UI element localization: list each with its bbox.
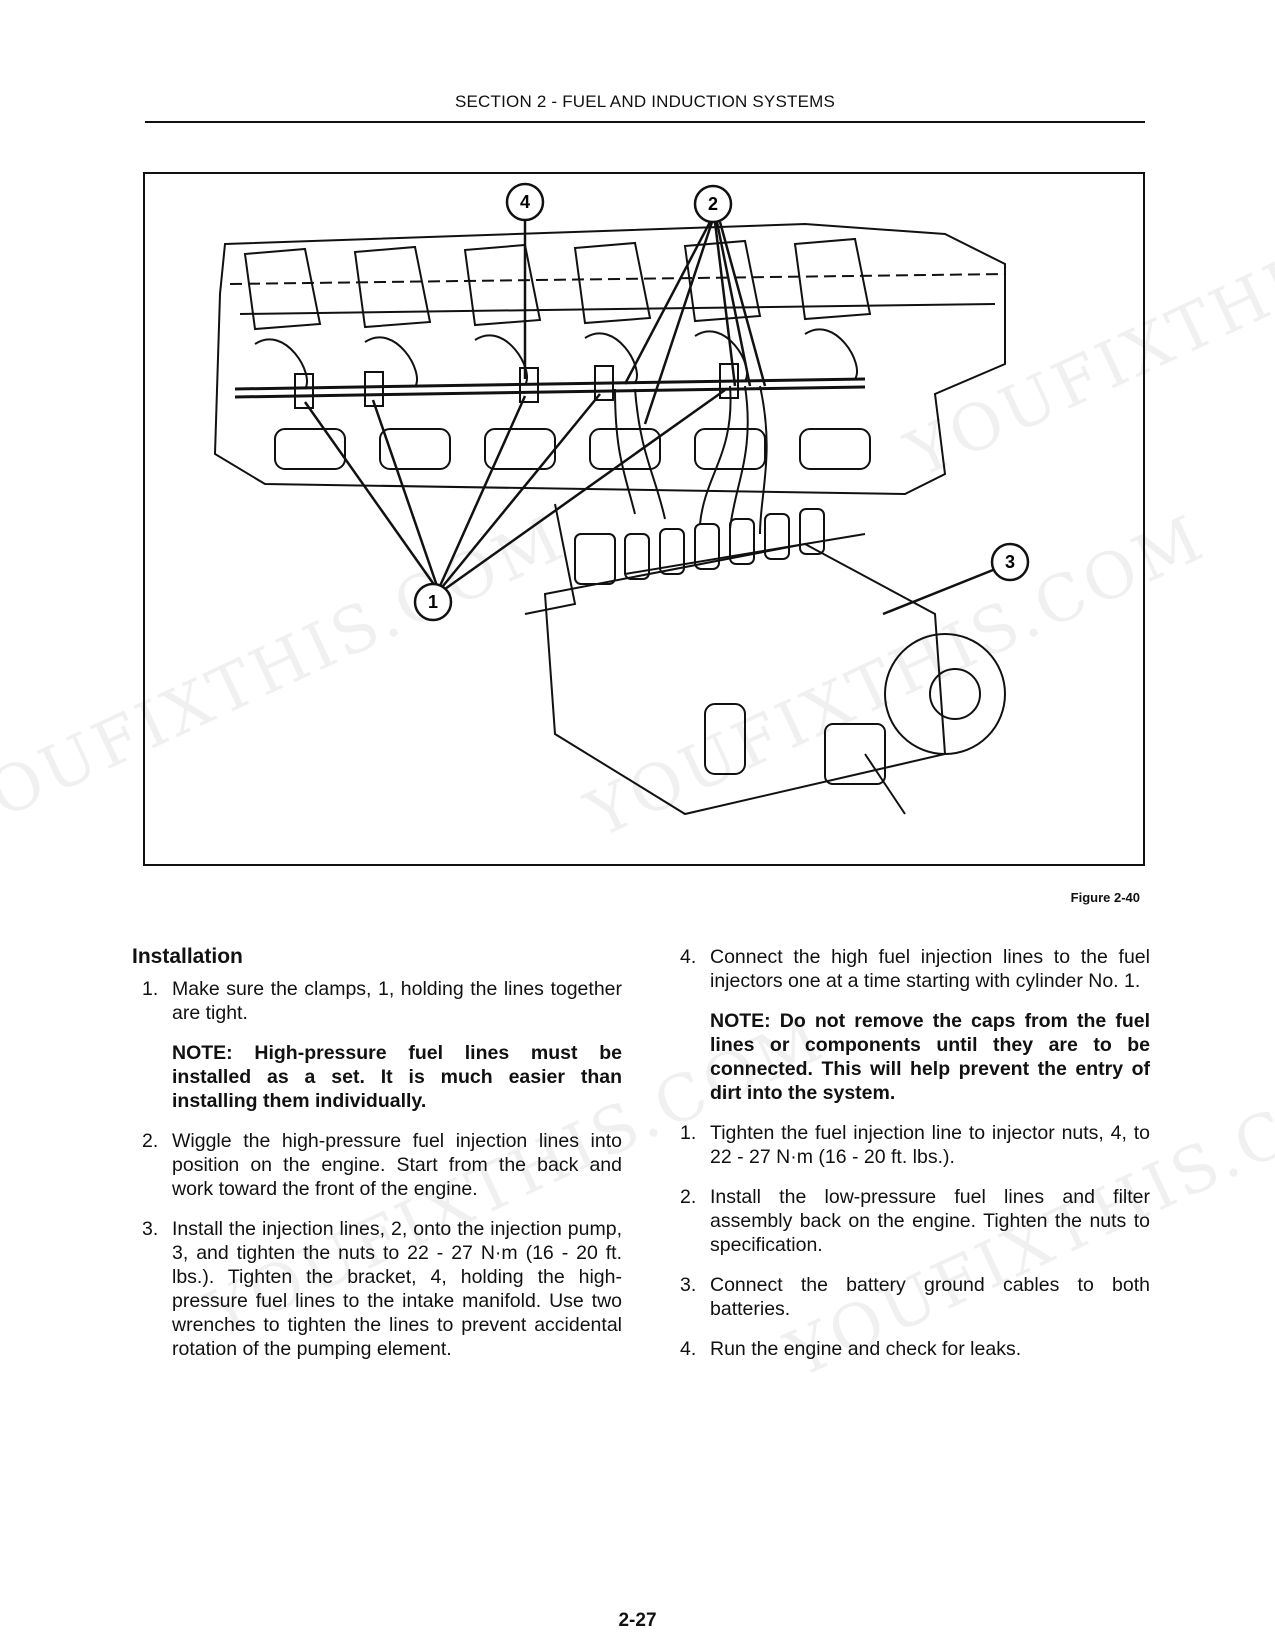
callout-3: 3	[990, 542, 1030, 582]
engine-figure: 1 2 3 4	[143, 172, 1145, 866]
fuel-injection-diagram: 1 2 3 4	[213, 182, 1030, 816]
left-column: Installation 1. Make sure the clamps, 1,…	[132, 945, 622, 1377]
installation-heading: Installation	[132, 945, 243, 968]
item-text: Run the engine and check for leaks.	[710, 1338, 1022, 1360]
item-number: 1.	[680, 1122, 697, 1144]
header-divider	[145, 121, 1145, 123]
note-text: NOTE: High-pressure fuel lines must be i…	[172, 1042, 622, 1112]
item-text: Make sure the clamps, 1, holding the lin…	[172, 978, 622, 1024]
callout-4: 4	[505, 182, 545, 222]
item-text: Tighten the fuel injection line to injec…	[710, 1122, 1150, 1168]
list-item: 4. Run the engine and check for leaks.	[670, 1337, 1150, 1361]
item-number: 4.	[680, 946, 697, 968]
list-item: 1. Tighten the fuel injection line to in…	[670, 1121, 1150, 1169]
svg-text:4: 4	[520, 192, 530, 212]
item-number: 4.	[680, 1338, 697, 1360]
item-text: Install the low-pressure fuel lines and …	[710, 1186, 1150, 1256]
svg-text:2: 2	[708, 194, 718, 214]
item-text: Wiggle the high-pressure fuel injection …	[172, 1130, 622, 1200]
note-text: NOTE: Do not remove the caps from the fu…	[710, 1010, 1150, 1104]
item-number: 3.	[142, 1218, 159, 1240]
item-text: Connect the high fuel injection lines to…	[710, 946, 1150, 992]
item-number: 1.	[142, 978, 159, 1000]
list-item: 2. Wiggle the high-pressure fuel injecti…	[132, 1129, 622, 1201]
section-header: SECTION 2 - FUEL AND INDUCTION SYSTEMS	[454, 92, 836, 111]
svg-text:3: 3	[1005, 552, 1015, 572]
right-column: 4. Connect the high fuel injection lines…	[670, 945, 1150, 1377]
list-item: 2. Install the low-pressure fuel lines a…	[670, 1185, 1150, 1257]
item-text: Connect the battery ground cables to bot…	[710, 1274, 1150, 1320]
list-item: 4. Connect the high fuel injection lines…	[670, 945, 1150, 993]
item-number: 2.	[680, 1186, 697, 1208]
figure-caption: Figure 2-40	[1070, 890, 1140, 905]
list-item: 3. Connect the battery ground cables to …	[670, 1273, 1150, 1321]
list-item: 3. Install the injection lines, 2, onto …	[132, 1217, 622, 1361]
item-number: 3.	[680, 1274, 697, 1296]
list-item: 1. Make sure the clamps, 1, holding the …	[132, 977, 622, 1025]
item-number: 2.	[142, 1130, 159, 1152]
callout-2: 2	[693, 184, 733, 224]
svg-text:1: 1	[428, 592, 438, 612]
callout-1: 1	[413, 582, 453, 622]
page-number: 2-27	[618, 1610, 657, 1631]
item-text: Install the injection lines, 2, onto the…	[172, 1218, 622, 1360]
